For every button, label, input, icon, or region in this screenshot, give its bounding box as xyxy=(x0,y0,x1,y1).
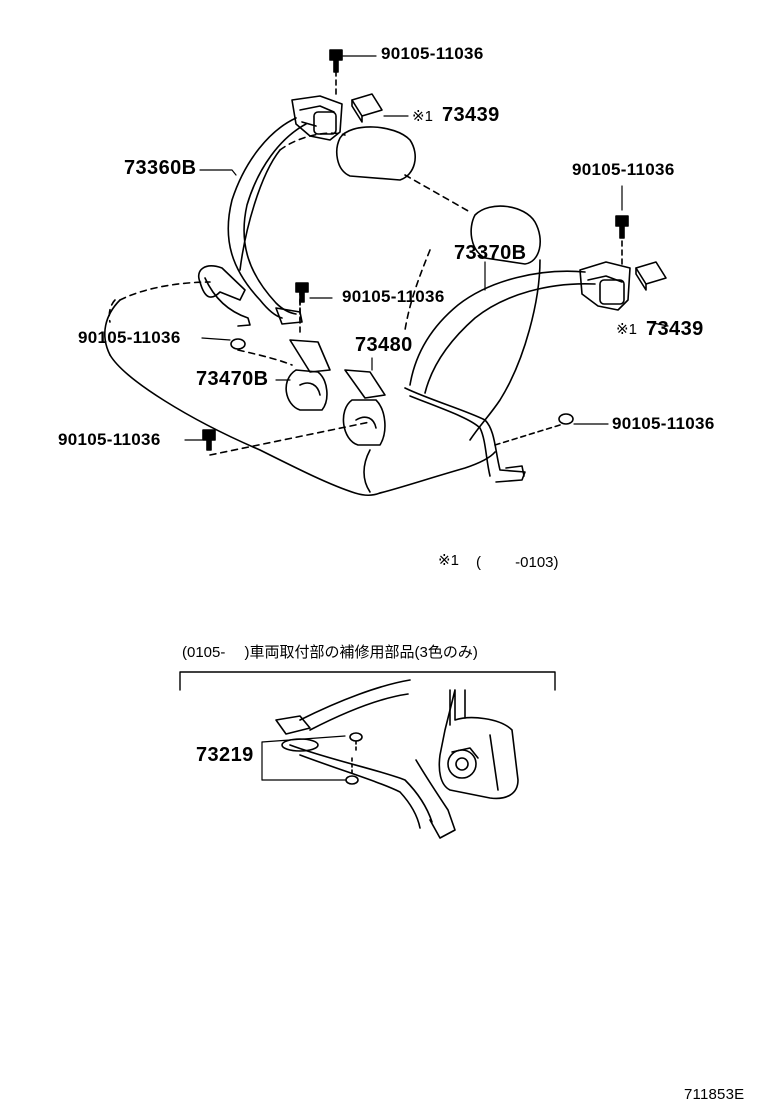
footnote-range: ( -0103) xyxy=(476,554,559,571)
footnote-mark: ※1 xyxy=(438,552,459,569)
rear-seat xyxy=(104,126,541,497)
buckles xyxy=(209,299,386,456)
bolts xyxy=(202,49,629,451)
label-belt-left: 73360B xyxy=(124,157,197,179)
label-bolt-right-low: 90105-11036 xyxy=(612,414,715,433)
label-buckle-right: 73480 xyxy=(355,334,413,356)
label-bolt-center: 90105-11036 xyxy=(342,287,445,306)
pads xyxy=(351,93,667,291)
label-pad-top: 73439 xyxy=(442,104,500,126)
label-pad-right: 73439 xyxy=(646,318,704,340)
leader-lines xyxy=(184,55,669,441)
inset-section xyxy=(179,671,556,839)
label-pad-right-mark: ※1 xyxy=(616,321,637,338)
label-inset-part: 73219 xyxy=(196,744,254,766)
label-bolt-right-top: 90105-11036 xyxy=(572,160,675,179)
label-bolt-top: 90105-11036 xyxy=(381,44,484,63)
label-pad-top-mark: ※1 xyxy=(412,108,433,125)
left-belt-assembly xyxy=(198,61,343,327)
label-buckle-left: 73470B xyxy=(196,368,269,390)
figure-code: 711853E xyxy=(684,1086,745,1103)
section-header: (0105- )車両取付部の補修用部品(3色のみ) xyxy=(182,644,478,661)
label-belt-right: 73370B xyxy=(454,242,527,264)
label-bolt-left-mid: 90105-11036 xyxy=(78,328,181,347)
right-belt-assembly xyxy=(404,231,631,483)
washers xyxy=(230,338,574,425)
label-bolt-left-low: 90105-11036 xyxy=(58,430,161,449)
